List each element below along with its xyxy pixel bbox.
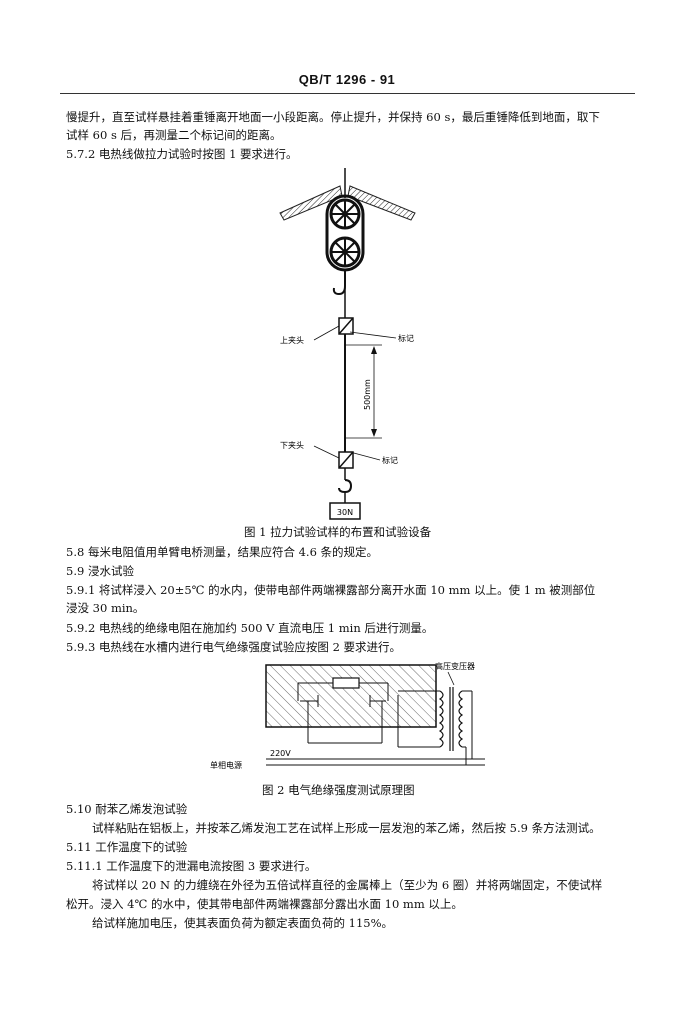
- paragraph-line: 慢提升，直至试样悬挂着重锤离开地面一小段距离。停止提升，并保持 60 s，最后重…: [66, 110, 600, 124]
- high-voltage-transformer: [438, 687, 464, 751]
- upper-clamp-label: 上夹头: [280, 335, 304, 345]
- mark-label-lower: 标记: [382, 455, 398, 465]
- pulley-upper: [329, 198, 361, 230]
- section-5-8: 5.8 每米电阻值用单臂电桥测量，结果应符合 4.6 条的规定。: [66, 545, 379, 559]
- transformer-label: 高压变压器: [435, 661, 475, 671]
- header-rule: [60, 93, 635, 94]
- paragraph-line: 将试样以 20 N 的力缠绕在外径为五倍试样直径的金属棒上（至少为 6 圈）并将…: [92, 878, 603, 892]
- power-source-label: 单相电源: [210, 760, 242, 770]
- weight-label: 30N: [337, 508, 353, 517]
- section-5-9-1: 5.9.1 将试样浸入 20±5℃ 的水内，使带电部件两端裸露部分离开水面 10…: [66, 583, 596, 597]
- section-5-7-2: 5.7.2 电热线做拉力试验时按图 1 要求进行。: [66, 147, 298, 161]
- section-5-9: 5.9 浸水试验: [66, 564, 134, 578]
- paragraph-line: 试样粘贴在铝板上，并按苯乙烯发泡工艺在试样上形成一层发泡的苯乙烯，然后按 5.9…: [92, 821, 601, 835]
- hook-upper: [332, 270, 346, 296]
- figure-1-caption: 图 1 拉力试验试样的布置和试验设备: [244, 525, 432, 539]
- pulley-lower: [329, 236, 361, 268]
- hook-lower: [338, 479, 353, 494]
- lower-clamp-label: 下夹头: [280, 440, 304, 450]
- figure-1-tensile-setup: 500mm 上夹头 标记 下夹头 标记 30N: [279, 168, 416, 520]
- weight-block: [329, 502, 361, 520]
- figure-2-insulation-circuit: 高压变压器 单相电源 220V: [210, 661, 485, 770]
- mark-label-upper: 标记: [398, 333, 414, 343]
- section-5-10: 5.10 耐苯乙烯发泡试验: [66, 802, 188, 816]
- section-5-11-1: 5.11.1 工作温度下的泄漏电流按图 3 要求进行。: [66, 859, 317, 873]
- paragraph-line: 给试样施加电压，使其表面负荷为额定表面负荷的 115%。: [92, 916, 394, 930]
- section-5-9-2: 5.9.2 电热线的绝缘电阻在施加约 500 V 直流电压 1 min 后进行测…: [66, 621, 434, 635]
- section-5-11: 5.11 工作温度下的试验: [66, 840, 188, 854]
- length-label: 500mm: [363, 379, 372, 410]
- ceiling-beam-right: [347, 185, 416, 221]
- specimen-resistor: [332, 677, 360, 689]
- running-header: QB/T 1296 - 91: [298, 72, 396, 87]
- paragraph-line: 试样 60 s 后，再测量二个标记间的距离。: [66, 128, 282, 142]
- section-5-9-3: 5.9.3 电热线在水槽内进行电气绝缘强度试验应按图 2 要求进行。: [66, 640, 402, 654]
- paragraph-line: 松开。浸入 4℃ 的水中，使其带电部件两端裸露部分露出水面 10 mm 以上。: [66, 897, 463, 911]
- figure-2-caption: 图 2 电气绝缘强度测试原理图: [262, 783, 415, 797]
- paragraph-line: 浸没 30 min。: [66, 601, 145, 615]
- voltage-label: 220V: [270, 749, 291, 758]
- water-tank: [265, 664, 437, 728]
